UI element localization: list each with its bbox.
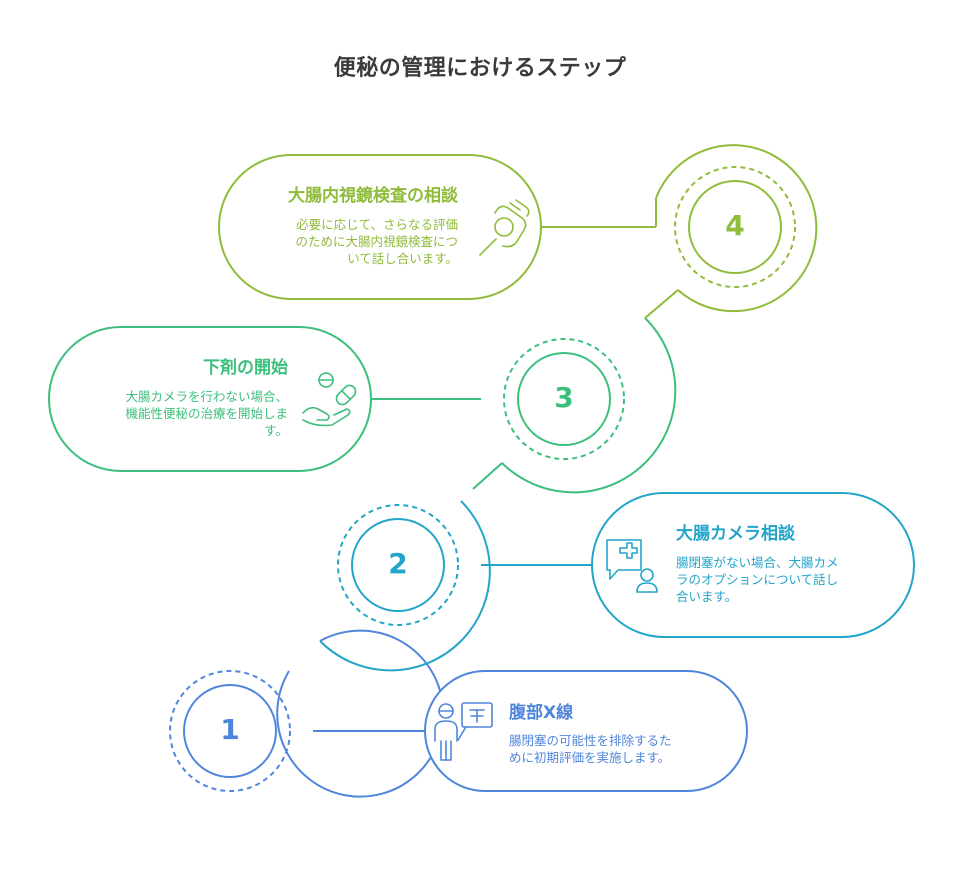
step-2-number: 2 [388, 547, 408, 580]
step-3-description: 大腸カメラを行わない場合、 機能性便秘の治療を開始しま す。 [60, 388, 288, 439]
step-2-arc [319, 500, 491, 672]
step-1-group [169, 629, 748, 798]
step-3-dashed-ring [503, 338, 625, 460]
step-3-description-line: 大腸カメラを行わない場合、 [125, 389, 288, 404]
step-2-title: 大腸カメラ相談 [676, 524, 795, 544]
step-4-dashed-ring [674, 166, 796, 288]
step-4-group [218, 144, 818, 319]
step-2-description-line: 合います。 [676, 589, 738, 604]
step-2-dashed-ring [337, 504, 459, 626]
hand-pills-icon [302, 372, 357, 427]
step-2-group [319, 492, 915, 672]
step-4-number: 4 [725, 209, 745, 242]
step-4-title: 大腸内視鏡検査の相談 [288, 186, 458, 206]
step-3-inner-circle [517, 352, 611, 446]
step-3-description-line: す。 [264, 423, 288, 438]
step-1-description-line: 腸閉塞の可能性を排除するた [509, 733, 672, 748]
step-2-inner-circle [351, 518, 445, 612]
step-2-card [591, 492, 915, 638]
step-3-arc [501, 317, 677, 494]
step-4-description: 必要に応じて、さらなる評価 のために大腸内視鏡検査につ いて話し合います。 [240, 216, 458, 267]
step-3-description-line: 機能性便秘の治療を開始しま [125, 406, 288, 421]
step-1-description-line: めに初期評価を実施します。 [509, 750, 671, 765]
step-3-title: 下剤の開始 [203, 358, 288, 378]
medical-consultation-icon [606, 539, 658, 593]
page-title: 便秘の管理におけるステップ [333, 56, 627, 81]
step-1-card [424, 670, 748, 792]
step-3-tail [472, 462, 503, 490]
step-2-description: 腸閉塞がない場合、大腸カメ ラのオプションについて話し 合います。 [676, 554, 896, 605]
step-1-title: 腹部X線 [509, 703, 574, 723]
hand-ok-icon [479, 199, 530, 256]
step-3-group [48, 317, 677, 494]
doctor-xray-icon [434, 702, 493, 761]
step-2-description-line: 腸閉塞がない場合、大腸カメ [676, 555, 839, 570]
step-4-description-line: いて話し合います。 [347, 251, 458, 266]
step-4-description-line: のために大腸内視鏡検査につ [295, 234, 458, 249]
step-1-number: 1 [220, 713, 240, 746]
step-4-tail [644, 289, 679, 319]
step-2-description-line: ラのオプションについて話し [676, 572, 839, 587]
step-1-inner-circle [183, 684, 277, 778]
step-4-inner-circle [688, 180, 782, 274]
step-1-arc [276, 629, 445, 798]
step-4-arc [655, 144, 818, 313]
step-4-description-line: 必要に応じて、さらなる評価 [296, 217, 458, 232]
step-3-number: 3 [554, 381, 574, 414]
step-3-card [48, 326, 372, 472]
step-1-description: 腸閉塞の可能性を排除するた めに初期評価を実施します。 [509, 732, 729, 766]
step-4-card [218, 154, 542, 300]
step-1-dashed-ring [169, 670, 291, 792]
